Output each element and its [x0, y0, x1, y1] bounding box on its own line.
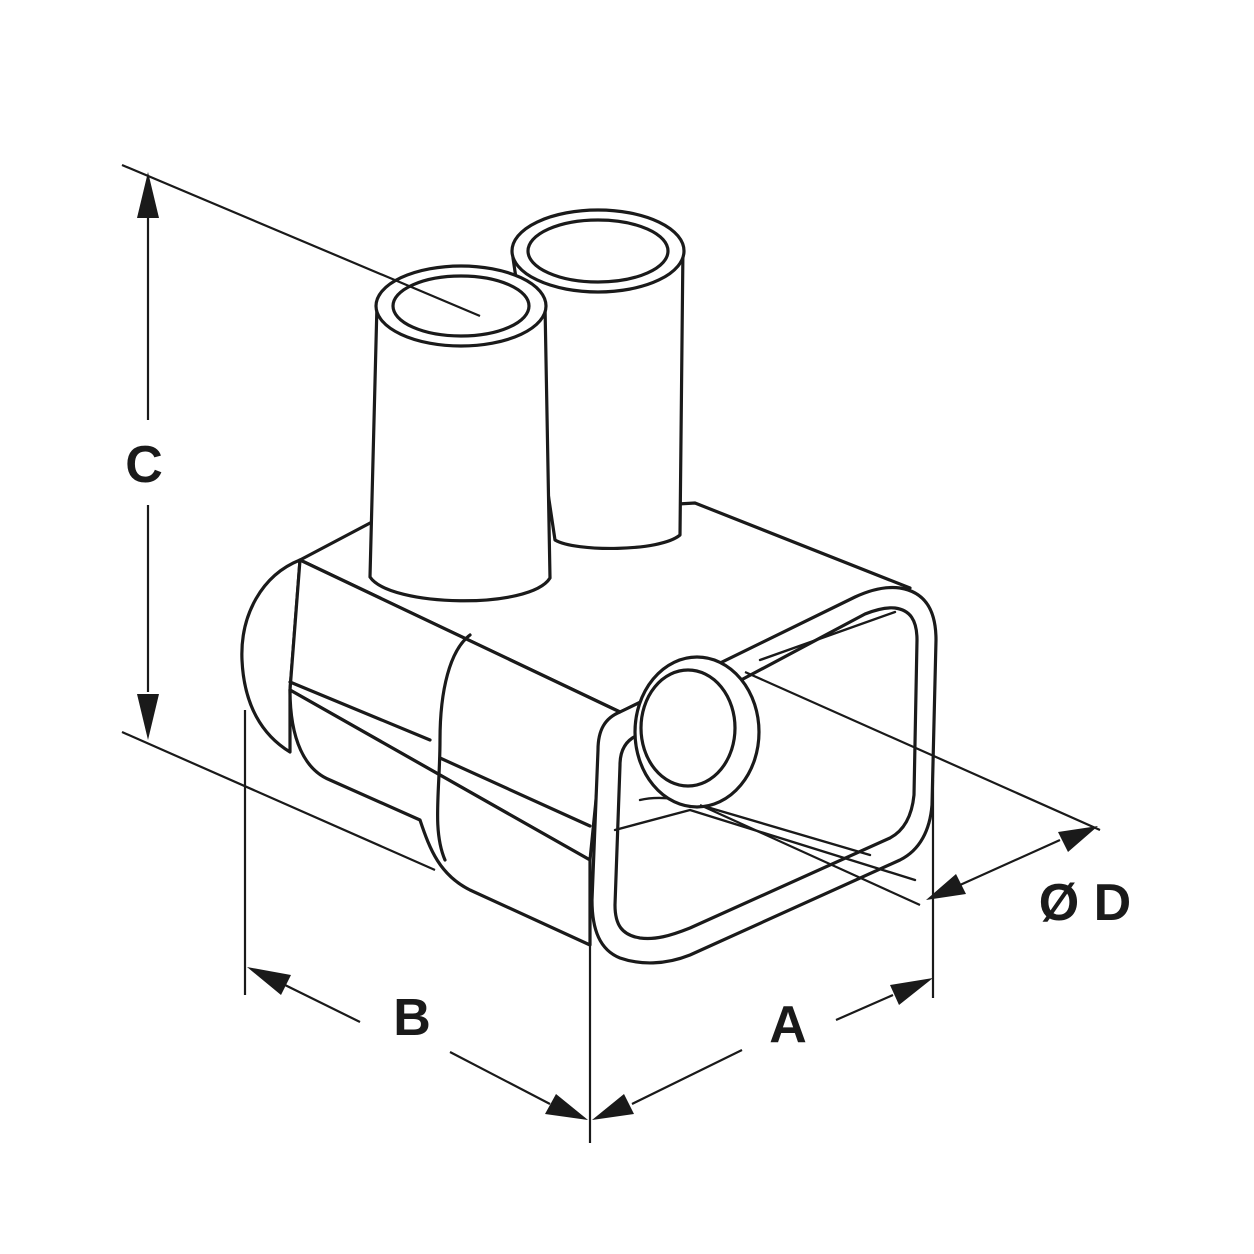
dimension-a-line-left [631, 1049, 743, 1105]
dimension-c-extension-top [121, 163, 481, 318]
dimension-b-line-right [449, 1051, 551, 1105]
dimension-label-c: C [125, 436, 163, 494]
dimension-lines [121, 163, 1101, 1143]
dimension-a-arrow-right [890, 978, 933, 1005]
side-step-2 [438, 756, 592, 828]
lower-side-face [288, 688, 592, 947]
dimension-label-d: Ø D [1039, 874, 1131, 932]
dimension-c-extension-bottom [121, 730, 436, 872]
dimension-labels: C B A Ø D [125, 436, 1131, 1054]
inner-depth-top [758, 610, 897, 662]
dimension-b-arrow-right [545, 1094, 588, 1120]
rear-cylinder [510, 208, 686, 550]
dimension-d-arrow-upper [1058, 826, 1098, 852]
bore-inner [639, 668, 737, 788]
rear-cylinder-top-inner [526, 218, 670, 284]
dimension-a-arrow-left [592, 1094, 634, 1120]
dimension-c-arrow-top [137, 172, 159, 218]
front-cylinder-wall [368, 302, 552, 603]
inner-depth-bottom [613, 808, 917, 882]
dimension-c-arrow-bottom [137, 694, 159, 740]
front-opening-inner [613, 606, 919, 941]
front-cylinder-top-inner [391, 274, 531, 338]
front-cylinder [368, 264, 552, 603]
dimension-b-arrow-left [247, 967, 291, 995]
connector-body [240, 501, 938, 965]
dimension-label-a: A [769, 996, 807, 1054]
dimension-b-line-left [284, 984, 361, 1023]
dimension-a-line-right [835, 993, 894, 1022]
dimension-d-extension-lower [699, 803, 921, 907]
dimension-d-arrow-lower [926, 874, 966, 900]
side-crease [435, 633, 472, 862]
left-end-cap [240, 558, 302, 754]
dimension-label-b: B [393, 989, 431, 1047]
dimension-d-line [959, 838, 1061, 887]
rear-cylinder-wall [511, 243, 685, 550]
side-step [288, 680, 432, 742]
dimension-d-extension-upper [744, 670, 1101, 832]
